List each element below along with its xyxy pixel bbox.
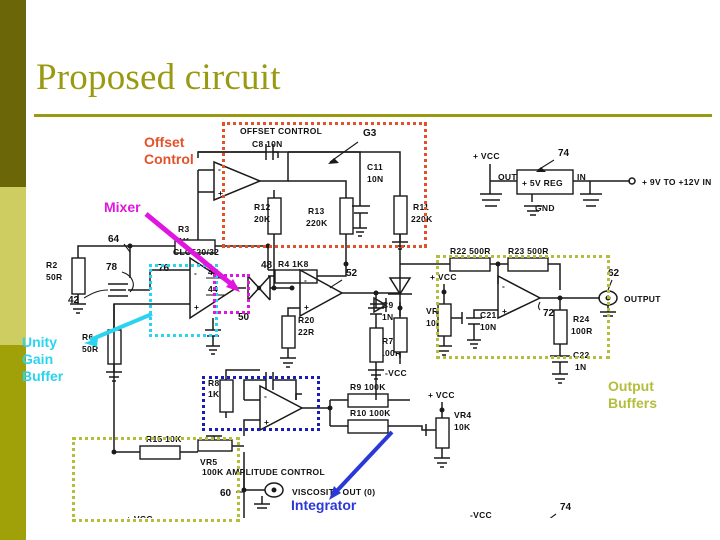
svg-text:64: 64 — [108, 234, 120, 245]
svg-text:78: 78 — [106, 262, 118, 273]
svg-text:10K: 10K — [426, 318, 443, 328]
callout-label-integrator: Integrator — [291, 497, 357, 513]
svg-text:+: + — [304, 302, 309, 312]
svg-text:52: 52 — [346, 268, 358, 279]
title-underline-rule — [34, 114, 712, 117]
svg-text:1N: 1N — [382, 312, 393, 322]
svg-text:CLC520/32: CLC520/32 — [173, 247, 219, 257]
sidebar-segment-bottom — [0, 345, 26, 540]
svg-text:C22: C22 — [573, 350, 590, 360]
sidebar-segment-middle — [0, 187, 26, 345]
svg-text:22R: 22R — [298, 327, 315, 337]
svg-text:+ VCC: + VCC — [473, 151, 500, 161]
svg-text:-: - — [502, 281, 505, 291]
svg-text:R13: R13 — [308, 206, 325, 216]
svg-text:-: - — [218, 164, 221, 174]
svg-text:+: + — [194, 302, 199, 312]
svg-text:48: 48 — [261, 260, 273, 271]
svg-text:IN: IN — [577, 172, 586, 182]
svg-text:G3: G3 — [363, 128, 377, 139]
svg-text:+: + — [502, 306, 507, 316]
svg-text:20K: 20K — [254, 214, 271, 224]
svg-text:R20: R20 — [298, 315, 315, 325]
svg-text:R22 500R: R22 500R — [450, 246, 491, 256]
svg-text:100K AMPLITUDE CONTROL: 100K AMPLITUDE CONTROL — [202, 467, 325, 477]
svg-text:50R: 50R — [46, 272, 63, 282]
svg-text:VR7: VR7 — [426, 306, 443, 316]
svg-text:VR5: VR5 — [200, 457, 217, 467]
annotation-box-integrator — [202, 376, 320, 431]
svg-text:+ 9V TO +12V IN: + 9V TO +12V IN — [642, 177, 712, 187]
svg-text:R12: R12 — [254, 202, 271, 212]
svg-text:-VCC: -VCC — [470, 510, 492, 518]
annotation-box-offset-control — [222, 122, 427, 248]
svg-text:R4 1K8: R4 1K8 — [278, 259, 309, 269]
svg-text:50: 50 — [238, 312, 250, 323]
svg-text:C8 10N: C8 10N — [252, 139, 283, 149]
svg-text:C11: C11 — [367, 162, 383, 172]
svg-text:10N: 10N — [367, 174, 384, 184]
svg-text:-: - — [304, 275, 307, 285]
svg-text:1K: 1K — [208, 389, 220, 399]
svg-text:62: 62 — [608, 268, 620, 279]
svg-text:R23 500R: R23 500R — [508, 246, 549, 256]
svg-text:1N: 1N — [575, 362, 586, 372]
svg-text:C9: C9 — [382, 300, 393, 310]
annotation-box-output-buffer-right — [436, 255, 610, 359]
svg-text:R6: R6 — [82, 332, 93, 342]
circuit-schematic-image: .w { stroke:#1a1a1a; stroke-width:1.5; f… — [30, 118, 720, 518]
svg-text:R24: R24 — [573, 314, 590, 324]
svg-text:R9 100K: R9 100K — [350, 382, 386, 392]
svg-text:GND: GND — [535, 203, 555, 213]
svg-text:220K: 220K — [306, 218, 328, 228]
svg-text:10K: 10K — [454, 422, 471, 432]
svg-text:+ VCC: + VCC — [126, 514, 153, 518]
svg-text:R8: R8 — [208, 378, 219, 388]
svg-text:50R: 50R — [82, 344, 99, 354]
callout-label-offset-control: Offset Control — [144, 134, 194, 167]
svg-text:OUTPUT: OUTPUT — [624, 294, 661, 304]
svg-text:R11: R11 — [413, 202, 429, 212]
svg-text:R10 100K: R10 100K — [350, 408, 391, 418]
svg-text:C21: C21 — [480, 310, 497, 320]
svg-text:42: 42 — [68, 295, 80, 306]
svg-text:VR4: VR4 — [454, 410, 471, 420]
svg-text:R7: R7 — [382, 336, 393, 346]
svg-text:+ VCC: + VCC — [430, 272, 457, 282]
svg-text:+ VCC: + VCC — [428, 390, 455, 400]
svg-text:OUT: OUT — [498, 172, 517, 182]
sidebar-segment-top — [0, 0, 26, 187]
svg-text:100R: 100R — [380, 348, 402, 358]
svg-text:-: - — [264, 391, 267, 401]
page-title: Proposed circuit — [36, 57, 281, 98]
callout-label-mixer: Mixer — [104, 199, 141, 215]
svg-text:VISCOSITY OUT (0): VISCOSITY OUT (0) — [292, 487, 375, 497]
svg-text:100R: 100R — [571, 326, 593, 336]
svg-text:+: + — [218, 188, 223, 198]
svg-text:72: 72 — [543, 308, 555, 319]
svg-text:+ 5V REG: + 5V REG — [522, 178, 563, 188]
svg-text:74: 74 — [560, 502, 572, 513]
svg-text:-VCC: -VCC — [385, 368, 407, 378]
svg-text:R3: R3 — [178, 224, 189, 234]
annotation-box-output-buffer-lower — [72, 437, 240, 522]
annotation-box-unity-gain-buffer — [149, 264, 218, 337]
callout-label-output-buffers: Output Buffers — [608, 378, 658, 411]
svg-text:220K: 220K — [411, 214, 433, 224]
annotation-box-mixer — [213, 274, 250, 314]
svg-text:OFFSET CONTROL: OFFSET CONTROL — [240, 126, 322, 136]
svg-text:10N: 10N — [480, 322, 497, 332]
svg-text:R2: R2 — [46, 260, 57, 270]
svg-text:60: 60 — [220, 488, 232, 499]
svg-text:+: + — [264, 417, 269, 427]
callout-label-unity-gain-buffer: Unity Gain Buffer — [22, 334, 64, 384]
svg-text:74: 74 — [558, 148, 570, 159]
